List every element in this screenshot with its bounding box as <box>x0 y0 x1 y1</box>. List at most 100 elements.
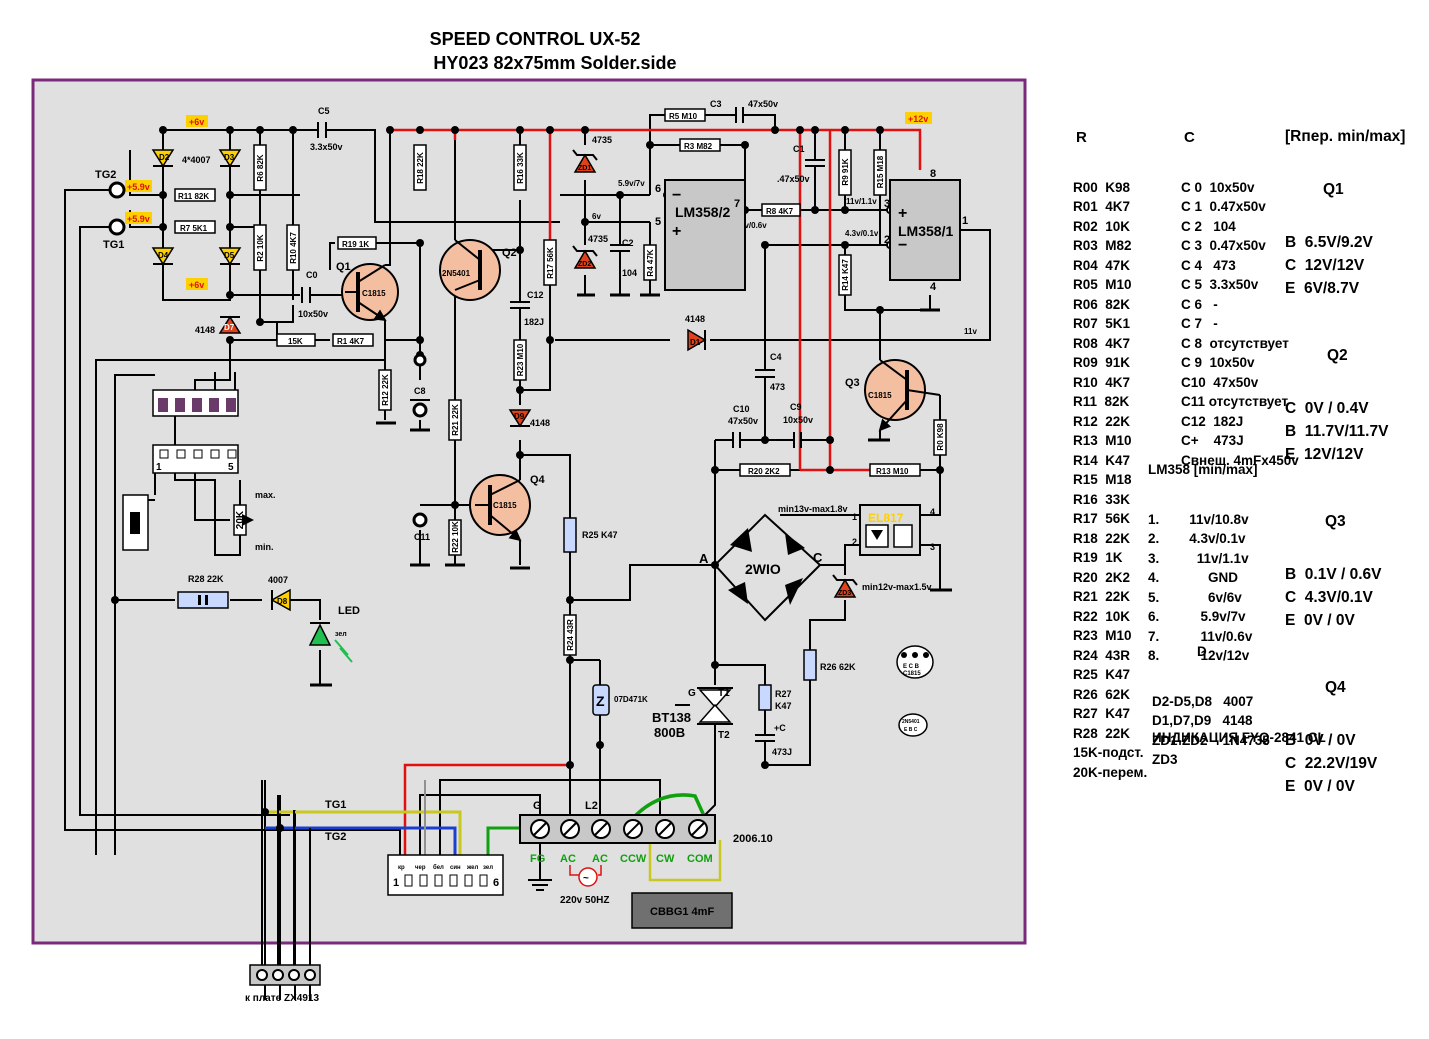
capacitor-table-header: C <box>1184 129 1195 146</box>
r11-label: R11 82K <box>178 192 209 201</box>
el817-label: EL817 <box>868 511 904 525</box>
r20-label: R20 2K2 <box>748 467 780 476</box>
q4-type: C1815 <box>493 501 517 510</box>
r21-label: R21 22K <box>451 404 460 436</box>
r4-label: R4 47K <box>646 249 655 276</box>
c-row: C 9 10x50v <box>1181 355 1255 370</box>
r-row: R11 82K <box>1073 394 1130 409</box>
c3-label: C3 <box>710 99 722 109</box>
v6-tag-b: +6v <box>189 280 204 290</box>
r27-value: K47 <box>775 701 792 711</box>
pin-4: 4 <box>930 281 937 293</box>
c11-pad <box>412 512 428 528</box>
r-row: R09 91K <box>1073 355 1131 370</box>
z4735a-label: 4735 <box>592 135 612 145</box>
rail-12v <box>390 128 922 855</box>
c-row: C+ 473J <box>1181 433 1244 448</box>
q1-row: B 6.5V/9.2V <box>1285 234 1373 251</box>
zd2-label: ZD2 <box>578 261 591 268</box>
r27-label: R27 <box>775 689 792 699</box>
zx4913-label: к плате ZX4913 <box>245 993 319 1004</box>
svg-text:Z: Z <box>596 693 605 709</box>
r1-label: R1 4K7 <box>337 337 365 346</box>
lm-row: 3. 11v/1.1v <box>1148 550 1249 566</box>
c10-value: 47x50v <box>728 416 758 426</box>
c1-label: C1 <box>793 144 805 154</box>
lm-row: 4. GND <box>1148 570 1239 585</box>
q4-row: B 0V / 0V <box>1285 732 1356 749</box>
r0-label: R0 K98 <box>936 423 945 451</box>
indication-label: ИНДИКАЦИЯ FYQ-2841 CL <box>1152 730 1326 745</box>
r8-label: R8 4K7 <box>766 207 794 216</box>
d1-label: D1 <box>690 338 701 347</box>
ac-source-icon <box>578 867 598 887</box>
svg-text:−: − <box>672 187 681 204</box>
r-row: R03 M82 <box>1073 238 1132 253</box>
r-row: R07 5K1 <box>1073 316 1131 331</box>
voltage-tags <box>125 112 932 290</box>
r-row: R16 33K <box>1073 491 1131 507</box>
bridge-rectifier <box>728 528 805 605</box>
v59-tag-b: +5.9v <box>127 214 150 224</box>
r-row: R25 K47 <box>1073 667 1131 682</box>
lm-row: 8. 12v/12v <box>1148 648 1250 663</box>
c-row: C12 182J <box>1181 413 1244 429</box>
q3-row: C 4.3V/0.1V <box>1285 589 1373 606</box>
diode-table-header: D <box>1197 644 1207 659</box>
tg2-wire <box>265 826 457 855</box>
q4-row: C 22.2V/19V <box>1285 755 1378 772</box>
svg-text:жел: жел <box>466 865 479 871</box>
resistor-table-header: R <box>1076 129 1087 146</box>
r-row: R12 22K <box>1073 413 1131 429</box>
v43-01-label: 4.3v/0.1v <box>845 229 879 238</box>
d-row: D2-D5,D8 4007 <box>1152 693 1254 709</box>
cplus-value: 473J <box>772 747 792 757</box>
c3-value: 47x50v <box>748 99 778 109</box>
min12-label: min12v-max1.5v <box>862 582 932 592</box>
c4-value: 473 <box>770 382 785 392</box>
cbbg-label: CBBG1 4mF <box>650 906 714 918</box>
r-row: R00 K98 <box>1073 179 1131 195</box>
svg-text:T1: T1 <box>718 688 730 699</box>
r7-label: R7 5K1 <box>180 224 208 233</box>
tg2-wire-label: TG2 <box>325 831 346 843</box>
c8-label: C8 <box>414 386 426 396</box>
lm-row: 2. 4.3v/0.1v <box>1148 531 1246 546</box>
cbbg-capacitor <box>631 892 733 929</box>
svg-text:T2: T2 <box>718 730 730 741</box>
d4-label: D4 <box>158 251 169 260</box>
svg-text:4: 4 <box>930 507 935 517</box>
d-row: ZD3 <box>1152 752 1178 767</box>
r22-label: R22 10K <box>451 521 460 553</box>
cw-com-wire <box>631 793 707 820</box>
svg-text:−: − <box>898 237 907 254</box>
com-label: COM <box>687 853 713 865</box>
d9-value: 4148 <box>530 418 550 428</box>
q4-row: E 0V / 0V <box>1285 778 1355 795</box>
fg-label: FG <box>530 853 545 865</box>
r-row: R01 4K7 <box>1073 199 1131 214</box>
q1-row: C 12V/12V <box>1285 257 1365 274</box>
svg-text:2: 2 <box>852 537 857 547</box>
d5-label: D5 <box>224 251 235 260</box>
v59-tag-a: +5.9v <box>127 182 150 192</box>
v6-tag-a: +6v <box>189 117 204 127</box>
junction-dots <box>111 126 944 832</box>
fg-wire <box>486 826 520 855</box>
c9-value: 10x50v <box>783 415 813 425</box>
pin-3: 3 <box>884 198 890 210</box>
mains-label: 220v 50HZ <box>560 895 609 906</box>
ground-icon <box>528 879 552 891</box>
transistor-table-header: [Rпер. min/max] <box>1285 128 1406 145</box>
r27-resistor <box>758 684 772 711</box>
z4735b-label: 4735 <box>588 234 608 244</box>
v11-label: 11v <box>964 327 977 336</box>
c-row: C 6 - <box>1181 296 1218 312</box>
d3-label: D3 <box>224 153 235 162</box>
varistor <box>592 684 610 716</box>
svg-text:6: 6 <box>493 877 499 889</box>
c-row: C 3 0.47x50v <box>1181 238 1266 253</box>
